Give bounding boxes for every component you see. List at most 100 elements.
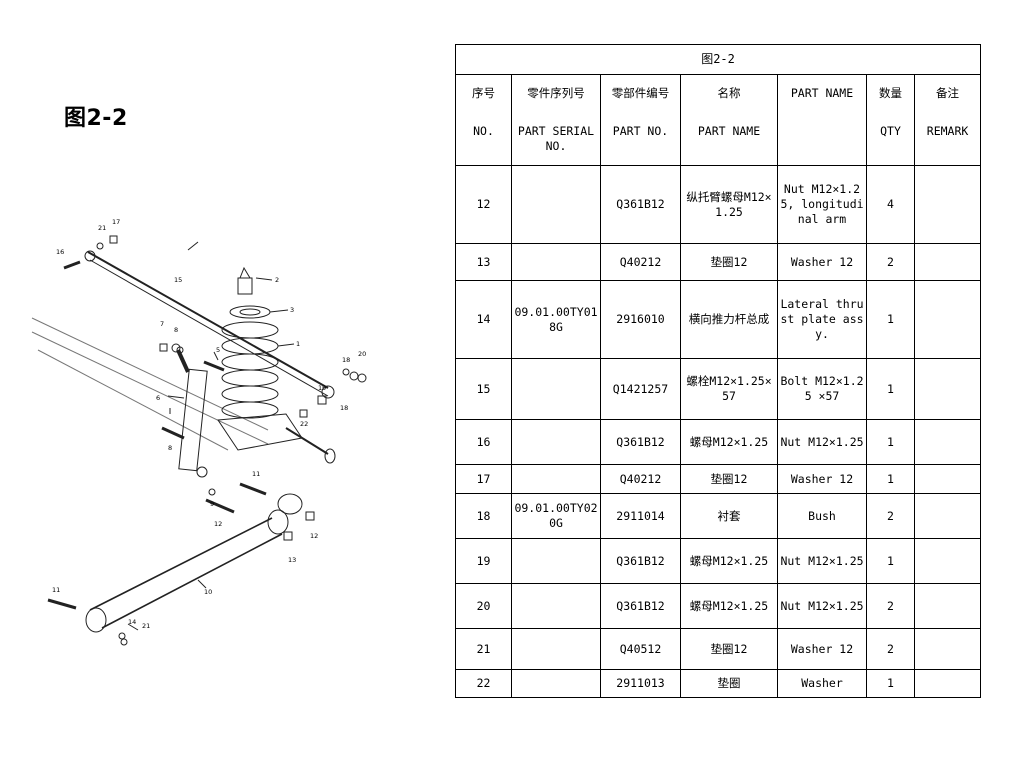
row-qty: 1 (866, 669, 915, 698)
row-part-no: Q40212 (600, 243, 681, 281)
callout-label: 21 (98, 224, 106, 232)
row-no: 15 (455, 358, 512, 420)
row-serial (511, 538, 601, 584)
callout-label: 20 (358, 350, 366, 358)
header-partname: PART NAME (790, 86, 854, 100)
row-no: 12 (455, 165, 512, 244)
header-serial-en: PART SERIAL NO. (517, 124, 595, 153)
callout-label: 21 (142, 622, 150, 630)
header-remark-cn: 备注 (936, 86, 960, 100)
row-serial (511, 583, 601, 629)
row-name-cn: 螺母M12×1.25 (680, 419, 778, 465)
figure-title: 图2-2 (64, 106, 128, 131)
callout-label: 14 (128, 618, 136, 626)
row-name-en: Lateral thrust plate assy. (777, 280, 867, 359)
row-part-no: Q361B12 (600, 583, 681, 629)
row-remark (913, 419, 982, 465)
row-part-no: Q1421257 (600, 358, 681, 420)
row-no: 22 (455, 669, 512, 698)
callout-label: 16 (56, 248, 64, 256)
header-partno-en: PART NO. (612, 124, 669, 138)
row-no: 16 (455, 419, 512, 465)
row-qty: 2 (866, 243, 915, 281)
table-row: 18 09.01.00TY020G 2911014 衬套 Bush 2 (455, 493, 982, 539)
callout-label: 3 (290, 306, 294, 314)
row-name-en: Washer 12 (777, 628, 867, 670)
callout-label: 12 (214, 520, 222, 528)
row-serial (511, 628, 601, 670)
callout-label: 8 (174, 326, 178, 334)
header-partno-cn: 零部件编号 (611, 86, 670, 100)
row-name-cn: 垫圈12 (680, 628, 778, 670)
row-name-cn: 衬套 (680, 493, 778, 539)
row-part-no: Q361B12 (600, 419, 681, 465)
row-name-cn: 垫圈12 (680, 464, 778, 494)
row-remark (913, 358, 982, 420)
header-qty-cn: 数量 (879, 86, 902, 100)
table-caption: 图2-2 (454, 44, 982, 75)
row-qty: 2 (866, 493, 915, 539)
row-qty: 1 (866, 464, 915, 494)
header-name-cn: 名称 (717, 86, 741, 100)
row-qty: 1 (866, 358, 915, 420)
callout-label: 17 (112, 218, 120, 226)
header-no-cn: 序号 (472, 86, 495, 100)
row-remark (913, 243, 982, 281)
row-part-no: Q361B12 (600, 538, 681, 584)
row-serial (511, 669, 601, 698)
row-remark (913, 583, 982, 629)
row-remark (913, 165, 982, 244)
callout-label: 19 (318, 384, 326, 392)
row-remark (913, 280, 982, 359)
callout-label: 18 (340, 404, 348, 412)
row-name-cn: 纵托臂螺母M12×1.25 (680, 165, 778, 244)
row-part-no: Q361B12 (600, 165, 681, 244)
callout-label: 22 (300, 420, 308, 428)
row-no: 21 (455, 628, 512, 670)
row-name-en: Nut M12×1.25, longitudinal arm (777, 165, 867, 244)
row-qty: 4 (866, 165, 915, 244)
row-serial (511, 419, 601, 465)
row-serial (511, 165, 601, 244)
row-no: 20 (455, 583, 512, 629)
row-part-no: 2911013 (600, 669, 681, 698)
row-name-en: Nut M12×1.25 (777, 419, 867, 465)
row-remark (913, 464, 982, 494)
table-row: 17 Q40212 垫圈12 Washer 12 1 (455, 464, 982, 494)
table-row: 19 Q361B12 螺母M12×1.25 Nut M12×1.25 1 (455, 538, 982, 584)
table-row: 12 Q361B12 纵托臂螺母M12×1.25 Nut M12×1.25, l… (455, 165, 982, 244)
row-serial: 09.01.00TY020G (511, 493, 601, 539)
row-no: 14 (455, 280, 512, 359)
row-name-en: Bush (777, 493, 867, 539)
row-name-en: Nut M12×1.25 (777, 583, 867, 629)
callout-label: 7 (160, 320, 164, 328)
header-remark-en: REMARK (926, 124, 969, 138)
table-row: 21 Q40512 垫圈12 Washer 12 2 (455, 628, 982, 670)
row-qty: 2 (866, 583, 915, 629)
row-serial (511, 358, 601, 420)
callout-label: 13 (288, 556, 296, 564)
table-row: 20 Q361B12 螺母M12×1.25 Nut M12×1.25 2 (455, 583, 982, 629)
row-part-no: Q40512 (600, 628, 681, 670)
header-no-en: NO. (473, 124, 494, 138)
header-qty-en: QTY (880, 124, 901, 138)
row-name-en: Washer 12 (777, 243, 867, 281)
suspension-drawing: 2 3 1 6 5 7 8 8 9 10 11 11 12 12 13 14 1… (31, 218, 367, 646)
callout-label: 8 (168, 444, 172, 452)
callout-label: 18 (342, 356, 350, 364)
callout-label: 12 (310, 532, 318, 540)
row-part-no: 2911014 (600, 493, 681, 539)
callout-label: 2 (275, 276, 279, 284)
row-no: 13 (455, 243, 512, 281)
row-name-cn: 螺母M12×1.25 (680, 583, 778, 629)
row-part-no: Q40212 (600, 464, 681, 494)
header-partname-en (780, 116, 864, 164)
row-serial (511, 243, 601, 281)
row-no: 19 (455, 538, 512, 584)
row-name-en: Bolt M12×1.25 ×57 (777, 358, 867, 420)
table-row: 16 Q361B12 螺母M12×1.25 Nut M12×1.25 1 (455, 419, 982, 465)
callout-label: 11 (252, 470, 260, 478)
row-remark (913, 493, 982, 539)
